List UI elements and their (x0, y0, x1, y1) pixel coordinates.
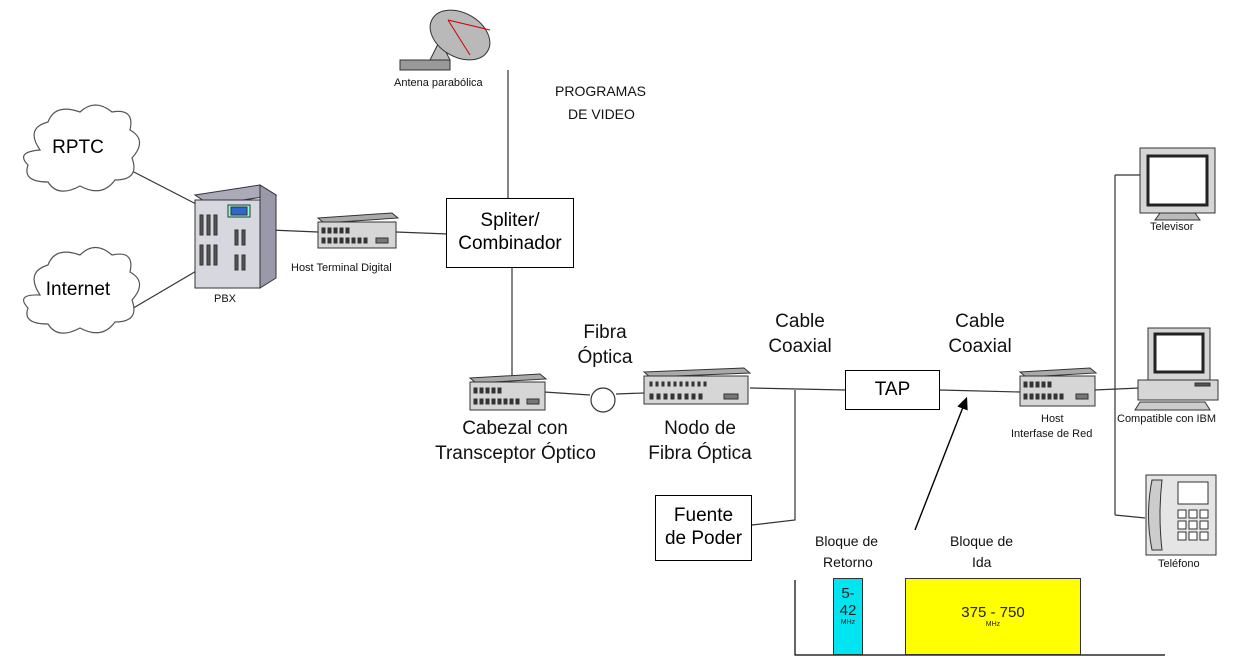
cabezal-label-1: Cabezal con (449, 418, 581, 440)
return-band-value-1: 5- (834, 585, 862, 602)
return-band-value-2: 42 (834, 602, 862, 619)
televisor-label: Televisor (1150, 221, 1193, 234)
return-band-unit: MHz (834, 619, 862, 626)
cabezal-device (470, 374, 546, 410)
nodo-label-2: Fibra Óptica (635, 443, 765, 465)
compatible-label: Compatible con IBM (1117, 413, 1216, 426)
fuente-label: Fuente (674, 505, 733, 528)
telefono-label: Teléfono (1158, 558, 1200, 571)
spliter-label: Spliter/ (480, 210, 539, 233)
cable-coaxial-2-label-1: Cable (935, 311, 1025, 333)
tap-label: TAP (875, 379, 911, 402)
nodo-device (644, 368, 750, 404)
antena-label: Antena parabólica (394, 77, 483, 90)
forward-band: 375 - 750 MHz (905, 578, 1081, 655)
host-terminal-label: Host Terminal Digital (291, 262, 392, 275)
cable-coaxial-1-label-1: Cable (755, 311, 845, 333)
bloque-ida-label-1: Bloque de (950, 533, 1013, 549)
programas-label-1: PROGRAMAS (555, 83, 646, 99)
fiber-loop (591, 388, 615, 412)
nodo-label-1: Nodo de (645, 418, 755, 440)
combinador-label: Combinador (458, 233, 562, 256)
cloud-internet-label: Internet (18, 279, 138, 301)
fibra-label-1: Fibra (570, 322, 640, 344)
programas-label-2: DE VIDEO (568, 106, 635, 122)
host-label-2: Interfase de Red (1011, 428, 1092, 441)
phone-device (1146, 475, 1216, 555)
de-poder-label: de Poder (665, 528, 742, 551)
return-band: 5- 42 MHz (833, 578, 863, 655)
tv-device (1140, 148, 1215, 220)
cloud-rptc-label: RPTC (18, 137, 138, 159)
pbx-device (195, 185, 276, 288)
fuente-de-poder-box: Fuente de Poder (655, 495, 752, 561)
pbx-label: PBX (214, 293, 236, 306)
bloque-ida-label-2: Ida (972, 554, 991, 570)
host-interfase-device (1020, 368, 1096, 406)
host-label-1: Host (1041, 413, 1064, 426)
bloque-retorno-label-1: Bloque de (815, 533, 878, 549)
computer-device (1135, 328, 1218, 410)
spliter-combinador-box: Spliter/ Combinador (446, 198, 574, 268)
tap-box: TAP (845, 370, 940, 410)
cabezal-label-2: Transceptor Óptico (418, 443, 613, 465)
forward-band-value: 375 - 750 (906, 604, 1080, 621)
spectrum-arrow (915, 402, 965, 530)
forward-band-unit: MHz (906, 621, 1080, 628)
satellite-dish (400, 0, 499, 70)
cable-coaxial-2-label-2: Coaxial (935, 336, 1025, 358)
host-terminal-device (318, 213, 398, 248)
bloque-retorno-label-2: Retorno (823, 554, 873, 570)
cable-coaxial-1-label-2: Coaxial (755, 336, 845, 358)
fibra-label-2: Óptica (570, 347, 640, 369)
